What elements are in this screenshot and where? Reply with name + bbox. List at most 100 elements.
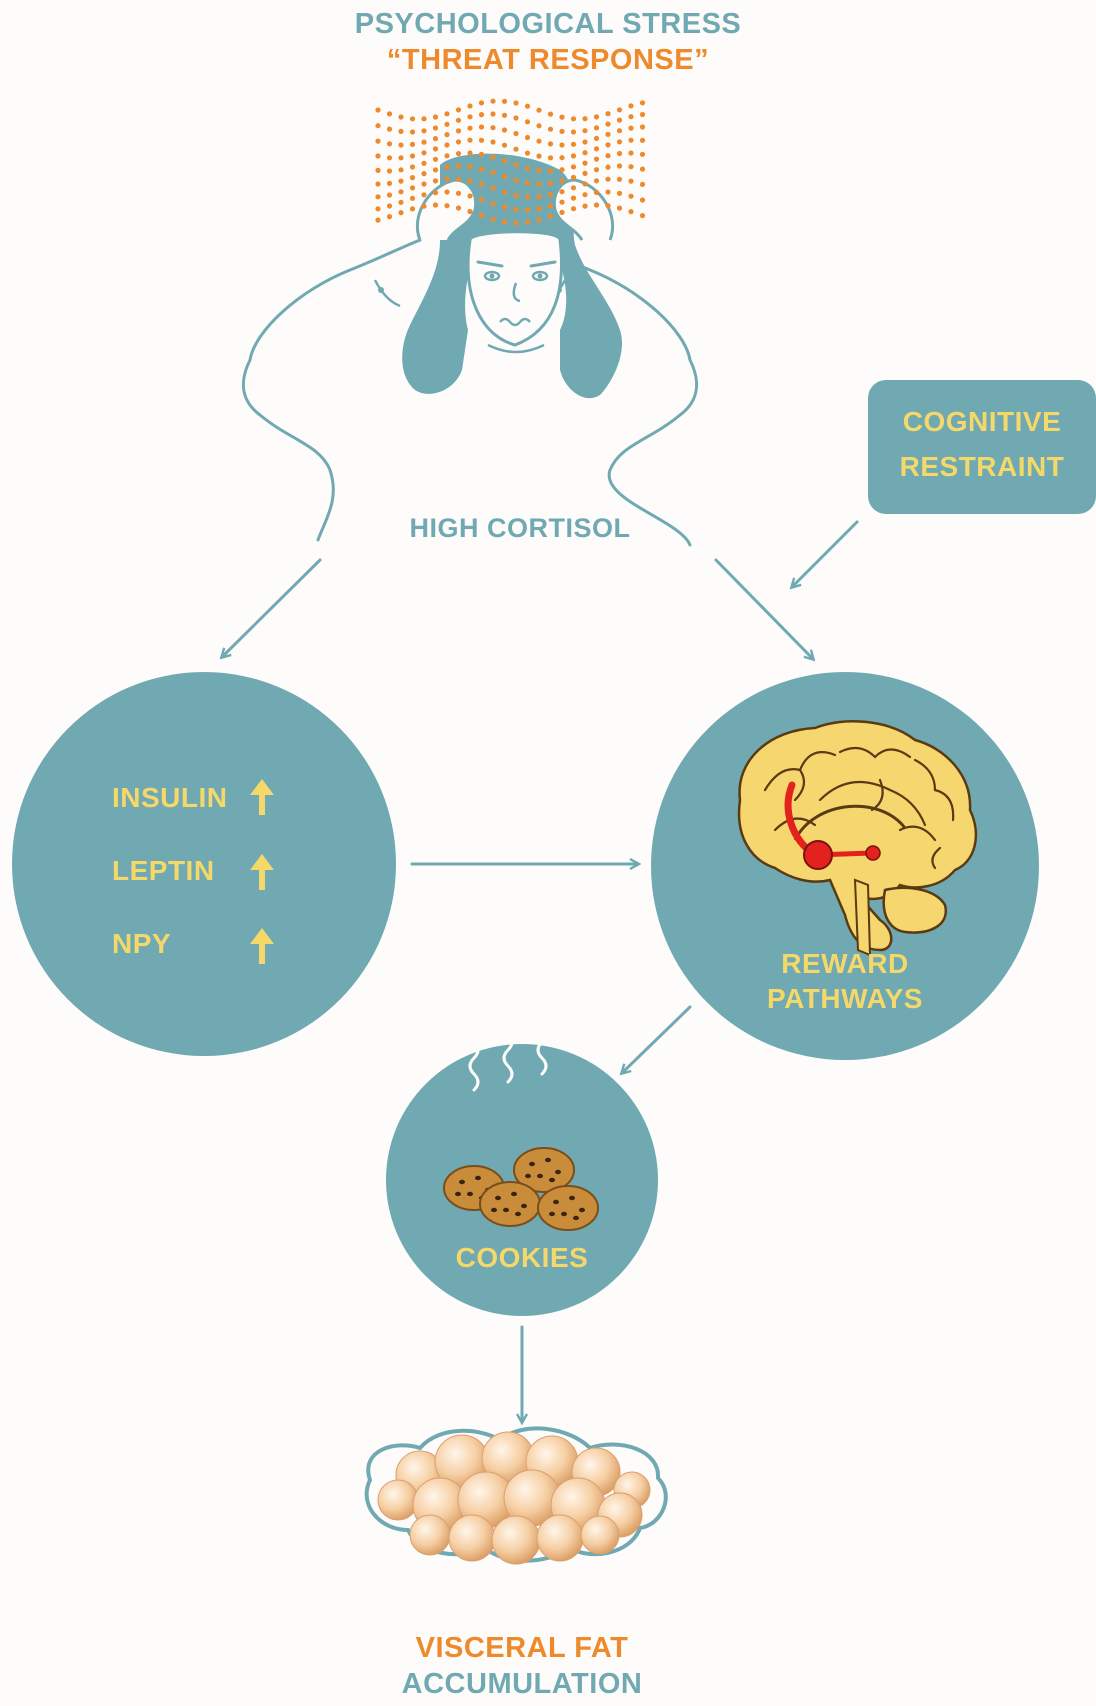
stress-dot (444, 153, 449, 158)
stress-dot (525, 104, 530, 109)
stress-dot (513, 115, 518, 120)
stress-dot (640, 213, 645, 218)
stress-dot (525, 207, 530, 212)
stress-dot (490, 186, 495, 191)
stress-dot (594, 190, 599, 195)
stress-dot (525, 151, 530, 156)
stress-dot (617, 191, 622, 196)
stress-dot (525, 119, 530, 124)
stress-dot (513, 207, 518, 212)
stress-dot (502, 127, 507, 132)
stress-dot (375, 107, 380, 112)
stress-dot (594, 157, 599, 162)
stress-dot (444, 189, 449, 194)
stress-dot (410, 153, 415, 158)
stress-dot (559, 210, 564, 215)
stress-dot (375, 168, 380, 173)
stress-dot (594, 202, 599, 207)
stress-dot (421, 150, 426, 155)
stress-dot (456, 118, 461, 123)
stress-dot (410, 129, 415, 134)
stress-dot (444, 142, 449, 147)
stress-dot (513, 220, 518, 225)
stress-dot (582, 161, 587, 166)
stress-dot (617, 163, 622, 168)
stress-dot (375, 123, 380, 128)
stress-dot (433, 114, 438, 119)
stress-dot (582, 204, 587, 209)
stress-dot (559, 115, 564, 120)
stress-dot (490, 217, 495, 222)
stress-dot (387, 168, 392, 173)
stress-dot (456, 177, 461, 182)
stress-dot (513, 178, 518, 183)
stress-dot (467, 150, 472, 155)
fat-cell (581, 1516, 619, 1554)
arrow-reward-to-cookies (622, 1007, 690, 1073)
stress-dot (375, 153, 380, 158)
stress-dot (513, 162, 518, 167)
stress-dot (479, 213, 484, 218)
stress-dot (398, 167, 403, 172)
stress-dot (571, 116, 576, 121)
stress-dot (640, 112, 645, 117)
stress-dot (617, 118, 622, 123)
stress-dot (456, 191, 461, 196)
hormone-npy-label: NPY (112, 926, 171, 961)
stress-dot (536, 168, 541, 173)
stress-dot (502, 158, 507, 163)
stress-dot (490, 99, 495, 104)
stress-dot (490, 154, 495, 159)
stress-dot (582, 181, 587, 186)
cookies-label: COOKIES (412, 1240, 632, 1275)
stress-dot (467, 193, 472, 198)
stress-dot (421, 204, 426, 209)
stress-dot (479, 124, 484, 129)
stress-dot (559, 167, 564, 172)
stress-dot (536, 206, 541, 211)
title-psychological-stress: PSYCHOLOGICAL STRESS (258, 6, 838, 42)
stress-dot (387, 214, 392, 219)
page-title: PSYCHOLOGICAL STRESS “THREAT RESPONSE” (258, 6, 838, 79)
stress-dot (559, 155, 564, 160)
stress-dot (410, 196, 415, 201)
stress-dot (571, 129, 576, 134)
stress-dot (617, 107, 622, 112)
stress-dot (502, 174, 507, 179)
stress-dot (582, 116, 587, 121)
stress-dot (479, 152, 484, 157)
stress-dot (594, 136, 599, 141)
stress-dot (433, 167, 438, 172)
stress-dot (525, 135, 530, 140)
stress-dot (536, 123, 541, 128)
stress-dot (444, 122, 449, 127)
stress-dot (387, 155, 392, 160)
visceral-fat-line2: ACCUMULATION (352, 1666, 692, 1702)
stress-dot (640, 100, 645, 105)
stress-dot (456, 151, 461, 156)
stress-dot (479, 100, 484, 105)
stress-dot (375, 139, 380, 144)
fat-cell (378, 1480, 418, 1520)
stress-dot (571, 206, 576, 211)
stress-dot (490, 111, 495, 116)
stress-dot (617, 128, 622, 133)
stress-dot (594, 167, 599, 172)
stress-dot (444, 132, 449, 137)
hormone-leptin-label: LEPTIN (112, 853, 215, 888)
reward-pathways-label: REWARD PATHWAYS (715, 946, 975, 1016)
stress-dot (467, 178, 472, 183)
cognitive-restraint-label: COGNITIVE RESTRAINT (872, 400, 1092, 490)
stress-dot (502, 205, 507, 210)
stress-dot (536, 217, 541, 222)
stress-dot (433, 146, 438, 151)
stress-dot (375, 181, 380, 186)
stress-dot (410, 116, 415, 121)
stress-dot (479, 166, 484, 171)
stress-dot (421, 161, 426, 166)
stress-dot (513, 100, 518, 105)
stress-dot (490, 139, 495, 144)
stress-dot (617, 139, 622, 144)
stress-dot (536, 154, 541, 159)
